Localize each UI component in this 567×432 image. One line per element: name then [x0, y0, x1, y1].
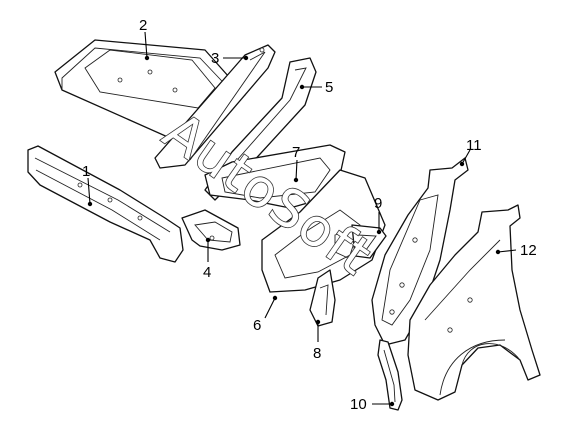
part-12-quarter-outer	[407, 204, 541, 401]
callout-3: 3	[211, 50, 219, 67]
callout-6: 6	[253, 317, 261, 334]
callout-2: 2	[139, 17, 147, 34]
part-4-bracket	[181, 209, 241, 251]
callout-7: 7	[292, 144, 300, 161]
callout-labels: 1 2 3 4 5 6 7 8 9 10 11 12	[82, 17, 537, 413]
callout-1: 1	[82, 163, 90, 180]
callout-11: 11	[466, 137, 482, 154]
part-8-gusset	[309, 269, 336, 327]
callout-10: 10	[350, 396, 367, 413]
callout-5: 5	[325, 79, 333, 96]
part-1-crossmember	[27, 145, 184, 263]
part-10-bracket	[377, 339, 403, 411]
callout-8: 8	[313, 345, 321, 362]
callout-12: 12	[520, 242, 537, 259]
callout-leaders	[87, 31, 517, 407]
callout-4: 4	[203, 264, 211, 281]
part-3-rail	[154, 44, 276, 169]
callout-9: 9	[374, 195, 382, 212]
